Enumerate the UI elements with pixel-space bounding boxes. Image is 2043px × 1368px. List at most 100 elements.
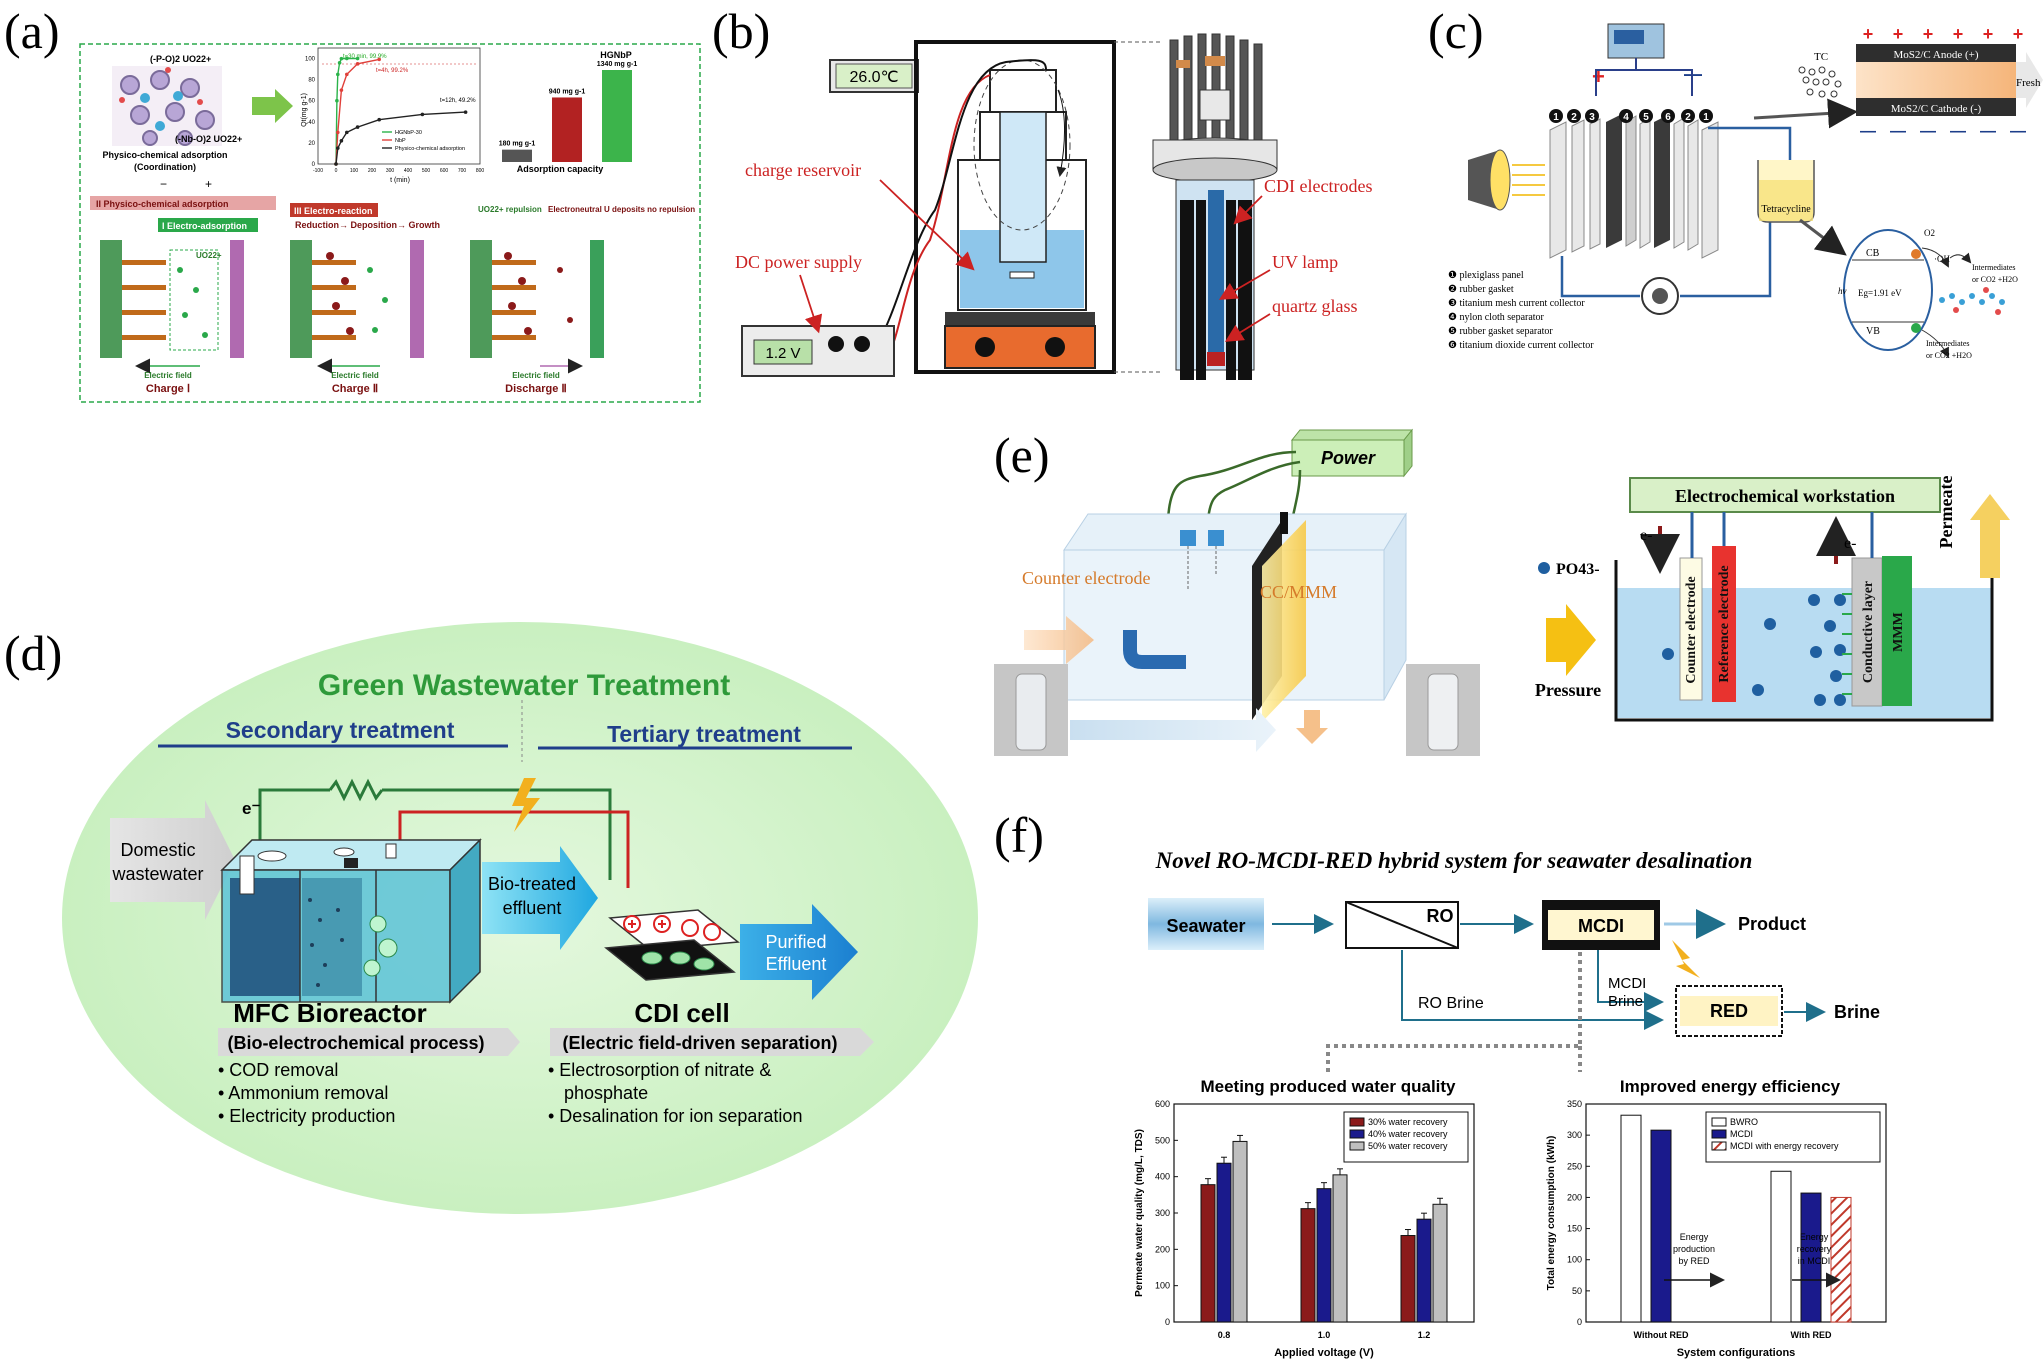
seawater-box (1148, 898, 1264, 950)
panel-d: (d) Green Wastewater Treatment Secondary… (4, 622, 978, 1214)
chart2-ytick-5: 250 (1567, 1161, 1582, 1171)
tc-label: TC (1814, 51, 1828, 63)
energy-annotation-2-line-0: Energy (1800, 1232, 1829, 1242)
stack-number-0: 1 (1553, 112, 1559, 123)
layer-label-3: MMM (1891, 612, 1906, 652)
panel-a-green-arrow (252, 89, 293, 123)
stack-number-dot-3 (1619, 109, 1633, 123)
uo2-repulsion-label: UO22+ repulsion (478, 205, 542, 214)
co2-1: or CO2 +H2O (1972, 275, 2018, 284)
kinetics-point-1-3 (345, 72, 349, 77)
purified-arrow (740, 904, 858, 1000)
vial-left (1015, 673, 1047, 751)
stack-number-5: 6 (1665, 112, 1671, 123)
tube-lower (1560, 256, 1640, 298)
kinetics-xtick-0: -100 (313, 168, 323, 174)
kinetics-point-2-4 (355, 125, 360, 129)
tank-top (1063, 513, 1407, 551)
cell-wire-right (1635, 58, 1693, 96)
chart2-legend-label-1: MCDI (1730, 1129, 1753, 1139)
cdi-item-2: • Desalination for ion separation (548, 1106, 802, 1126)
cdi-title: CDI cell (634, 998, 729, 1028)
beaker-liquid (1759, 180, 1813, 221)
kinetics-ytick-1: 20 (308, 141, 315, 147)
vial-right (1427, 673, 1459, 751)
chart1-ytick-4: 400 (1155, 1172, 1170, 1182)
kinetics-ytick-4: 80 (308, 78, 315, 84)
power-wire-1 (1166, 450, 1297, 521)
purified-label-2: Effluent (766, 954, 827, 974)
cdi-item-1: phosphate (564, 1083, 648, 1103)
purified-label-1: Purified (765, 932, 826, 952)
kinetics-y-label: Qt(mg g-1) (301, 93, 308, 127)
mmm-membrane (1882, 556, 1912, 706)
cdi-items: • Electrosorption of nitrate &phosphate•… (548, 1060, 802, 1126)
f-lightning-icon (1672, 940, 1700, 978)
dotted-link-1 (1326, 952, 1582, 1072)
ro-brine-label: RO Brine (1418, 995, 1484, 1012)
zoom-arrow-bottom (1799, 218, 1847, 256)
anode-label: MoS2/C Anode (+) (1893, 49, 1978, 61)
capacity-bar-0 (502, 149, 532, 162)
kinetics-annotation-3: t=12h, 49.2% (440, 98, 476, 104)
red-label: RED (1710, 1001, 1748, 1021)
kinetics-xtick-5: 400 (404, 168, 413, 174)
panel-b: (b) 26.0℃ 1.2 V charge reservoir (712, 3, 1372, 380)
chart2-xtick-0: Without RED (1634, 1330, 1689, 1340)
neutral-deposit-label: Electroneutral U deposits no repulsion (548, 205, 695, 214)
mfc-item-0: • COD removal (218, 1060, 338, 1080)
electron-label: e⁻ (242, 799, 260, 818)
chart1-bar-2-0 (1232, 1140, 1248, 1323)
kinetics-point-0-1 (335, 98, 339, 103)
chart2-legend-swatch-1 (1711, 1129, 1727, 1139)
chart2-bar-0-1 (1770, 1170, 1792, 1323)
chart1-legend-swatch-1 (1349, 1129, 1365, 1139)
energy-annotation-1-line-0: Energy (1680, 1232, 1709, 1242)
adsorption-kinetics-plot: Qt(mg g-1) t (min) t=30 min, 99.9% t=4h,… (301, 47, 484, 184)
stage-reaction-box (290, 203, 378, 217)
ro-label: RO (1427, 906, 1454, 926)
chart1-ytick-3: 300 (1155, 1208, 1170, 1218)
stage-3-label: Discharge Ⅱ (505, 383, 567, 395)
panel-f-tag: (f) (994, 807, 1044, 863)
ccmmm-label: CC/MMM (1260, 582, 1337, 602)
kinetics-point-2-3 (345, 130, 349, 135)
power-box (1291, 439, 1405, 477)
part-0: ❶ plexiglass panel (1448, 270, 1524, 281)
chart2-ytick-3: 150 (1567, 1224, 1582, 1234)
part-1: ❷ rubber gasket (1448, 284, 1514, 295)
permeate-label: Permeate (1936, 476, 1956, 549)
pressure-label: Pressure (1535, 680, 1601, 700)
stage-electro-box (158, 218, 258, 232)
fresh-label: Fresh (2016, 77, 2041, 89)
intermediates-2: Intermediates (1926, 339, 1970, 348)
kinetics-ytick-3: 60 (308, 99, 315, 105)
kinetics-series-group (334, 56, 468, 166)
anode-plus-4: + (1983, 24, 1994, 44)
bio-label-2: effluent (503, 898, 562, 918)
kinetics-point-0-2 (336, 72, 340, 77)
stage-phys-box (90, 196, 276, 210)
quartz-glass-arrow (1224, 313, 1271, 342)
tank-side (1383, 512, 1407, 701)
oh-label: ·OH (1934, 254, 1950, 264)
cell-stack (1549, 114, 1719, 259)
chart1-xlabel: Applied voltage (V) (1274, 1347, 1374, 1359)
workstation-box (1629, 477, 1941, 513)
dc-supply-arrow (799, 274, 823, 334)
resistor-icon (328, 778, 384, 802)
stage-1-minus: − (160, 177, 167, 191)
chart1-legend-box (1343, 1111, 1469, 1163)
anode-plus-0: + (1863, 24, 1874, 44)
bath-walls (1614, 560, 1994, 722)
zoom-arrow-top (1753, 98, 1858, 129)
stage-2-field: Electric field (331, 371, 379, 380)
pressure-arrow (1546, 604, 1596, 676)
tank-front (1063, 549, 1385, 701)
anode-plus-2: + (1923, 24, 1934, 44)
chart1-ytick-2: 200 (1155, 1244, 1170, 1254)
eg-label: Eg=1.91 eV (1858, 288, 1902, 298)
chart1-xtick-0: 0.8 (1218, 1330, 1231, 1340)
